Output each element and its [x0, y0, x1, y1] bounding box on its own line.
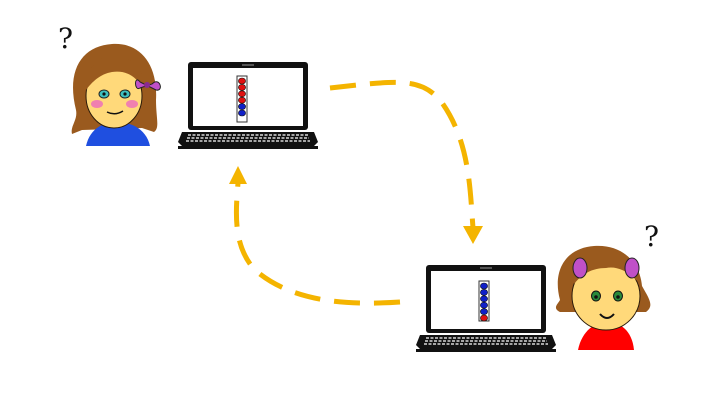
person-right-ribbon-r — [624, 257, 640, 279]
laptop-left-bead-red — [238, 84, 246, 91]
person-left: ? — [58, 22, 161, 146]
arrowhead-down — [463, 226, 483, 244]
laptop-left-tube — [236, 75, 248, 123]
laptop-left-bead-blue — [238, 103, 246, 110]
person-left-cheek-l — [91, 100, 103, 108]
laptop-left-beads — [238, 77, 246, 117]
laptop-right-bead-blue — [480, 308, 488, 315]
arrowhead-up — [229, 166, 247, 184]
laptop-right-bead-blue — [480, 282, 488, 290]
laptop-right-bead-blue — [480, 289, 488, 296]
question-mark-right: ? — [644, 220, 659, 253]
arrow-path-left — [233, 182, 401, 306]
laptop-right-bead-blue — [480, 295, 488, 303]
laptop-left-keys — [186, 134, 310, 142]
laptop-left-bead-blue — [238, 109, 246, 117]
person-left-mouth — [106, 110, 124, 115]
laptop-left-bead-red — [238, 90, 246, 98]
arrow-to-left-laptop — [229, 166, 401, 306]
laptop-right-keys — [424, 337, 548, 345]
laptop-right-beads — [480, 282, 488, 322]
arrow-to-right-laptop — [329, 80, 483, 244]
laptop-right-keyboard — [416, 335, 556, 349]
arrow-path-right — [329, 80, 476, 229]
laptop-right — [416, 265, 556, 352]
laptop-right-bead-blue — [480, 301, 488, 309]
person-right-mouth — [599, 313, 615, 319]
person-right-bangs — [574, 252, 640, 284]
person-left-bangs — [86, 55, 145, 90]
person-left-cheek-r — [126, 100, 138, 108]
person-right: ? — [555, 220, 659, 350]
person-left-bow — [135, 79, 161, 91]
laptop-left-screen — [193, 68, 303, 126]
laptop-left-bead-red — [238, 77, 246, 85]
person-right-shirt — [578, 322, 634, 350]
person-right-ribbon-l — [572, 257, 588, 279]
laptop-left-keyboard — [178, 132, 318, 146]
laptop-right-bead-red — [480, 314, 488, 322]
question-mark-left: ? — [58, 22, 73, 55]
laptop-left — [178, 62, 318, 149]
laptop-left-bead-red — [238, 96, 246, 104]
person-left-shirt — [86, 122, 150, 146]
